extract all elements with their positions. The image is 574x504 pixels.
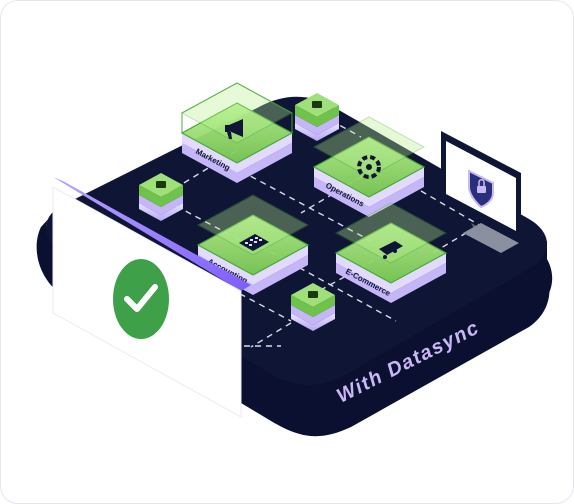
- node-top: [295, 93, 339, 141]
- link-d: [420, 190, 482, 227]
- shield-lock-icon: [468, 169, 494, 209]
- link-b: [320, 114, 362, 138]
- link-e: [430, 226, 477, 255]
- node-bottom: [291, 283, 335, 331]
- megaphone-icon: [225, 119, 243, 139]
- platform-front: [38, 207, 553, 429]
- shopping-cart-icon: [379, 241, 403, 259]
- gears-icon: [357, 155, 381, 179]
- checkmark-icon: [113, 259, 169, 339]
- calculator-icon: [239, 234, 269, 251]
- link-g: [250, 322, 292, 348]
- node-left: [139, 173, 183, 221]
- link-marketing-operations: [240, 170, 372, 242]
- module-ecommerce: E-Commerce: [334, 202, 448, 303]
- status-panel-edge: [53, 177, 251, 291]
- module-operations: Operations: [312, 116, 426, 217]
- status-panel: [52, 177, 251, 418]
- module-marketing: Marketing: [180, 82, 294, 183]
- monitor: [441, 131, 521, 253]
